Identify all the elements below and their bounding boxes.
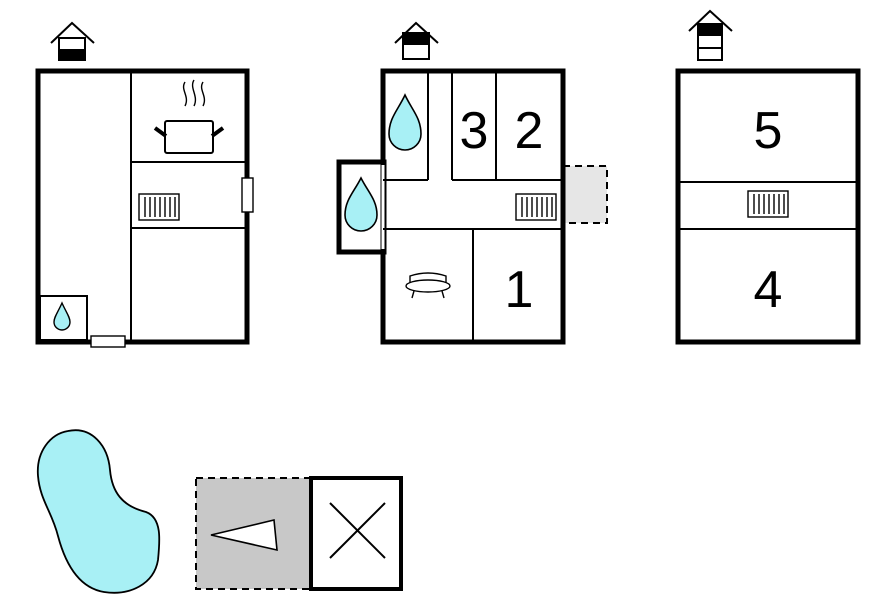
radiator-icon — [747, 190, 789, 218]
sofa-icon — [405, 272, 451, 299]
first-floor: 3 2 1 — [336, 21, 608, 345]
outdoor — [37, 429, 403, 594]
pool-icon — [37, 429, 161, 594]
door-icon — [241, 177, 254, 213]
floor-level-icon — [394, 21, 439, 60]
balcony-icon — [562, 165, 608, 224]
floor-level-icon — [50, 21, 95, 61]
radiator-icon — [515, 193, 557, 221]
second-floor: 5 4 — [675, 9, 861, 345]
room-number: 2 — [515, 102, 544, 160]
shower-drop-icon — [344, 176, 378, 232]
radiator-icon — [138, 193, 180, 221]
room-number: 1 — [505, 261, 534, 319]
parking-icon — [309, 476, 403, 591]
room-number: 4 — [754, 261, 783, 319]
ground-floor — [35, 21, 254, 348]
shower-drop-icon — [53, 301, 71, 331]
shower-drop-icon — [388, 93, 422, 151]
room-number: 3 — [460, 102, 489, 160]
terrace-chair-icon — [210, 519, 278, 552]
floor-level-icon — [688, 9, 733, 61]
window-icon — [90, 335, 126, 348]
kitchen-pot-icon — [153, 79, 225, 154]
room-number: 5 — [754, 102, 783, 160]
